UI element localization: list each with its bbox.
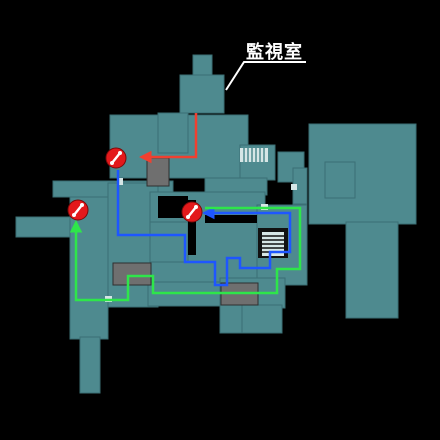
red-target-marker-icon[interactable] xyxy=(181,201,203,223)
route-green-top xyxy=(205,206,302,213)
stairs-icon xyxy=(240,148,268,162)
gray-block-north xyxy=(146,157,170,187)
route-blue xyxy=(116,170,292,287)
room-surveillance xyxy=(179,74,225,114)
gray-blocks xyxy=(112,157,259,306)
wall-void-2 xyxy=(188,200,196,255)
callout-leader xyxy=(225,61,306,91)
door-icon xyxy=(291,184,297,190)
room-central-cutout-base xyxy=(149,221,189,263)
room-tower-top xyxy=(192,54,213,76)
wall-void-1 xyxy=(158,196,188,218)
room-south-box-2 xyxy=(241,304,283,334)
route-green xyxy=(69,213,302,302)
red-target-marker-icon[interactable] xyxy=(105,147,127,169)
red-target-marker-icon[interactable] xyxy=(67,199,89,221)
stairs-icon xyxy=(258,228,288,258)
room-east-tower xyxy=(345,221,399,319)
room-upper-inner xyxy=(157,112,189,154)
route-red xyxy=(139,113,198,164)
gray-block-west xyxy=(112,262,152,286)
wall-void-3 xyxy=(205,215,257,223)
walls-layer xyxy=(158,196,257,255)
room-south-stub xyxy=(79,336,101,394)
room-east-inner xyxy=(324,161,356,199)
room-small-east xyxy=(277,151,305,183)
room-label-surveillance: 監視室 xyxy=(246,42,303,63)
door-icon xyxy=(117,178,123,185)
room-south-box-1 xyxy=(219,304,243,334)
